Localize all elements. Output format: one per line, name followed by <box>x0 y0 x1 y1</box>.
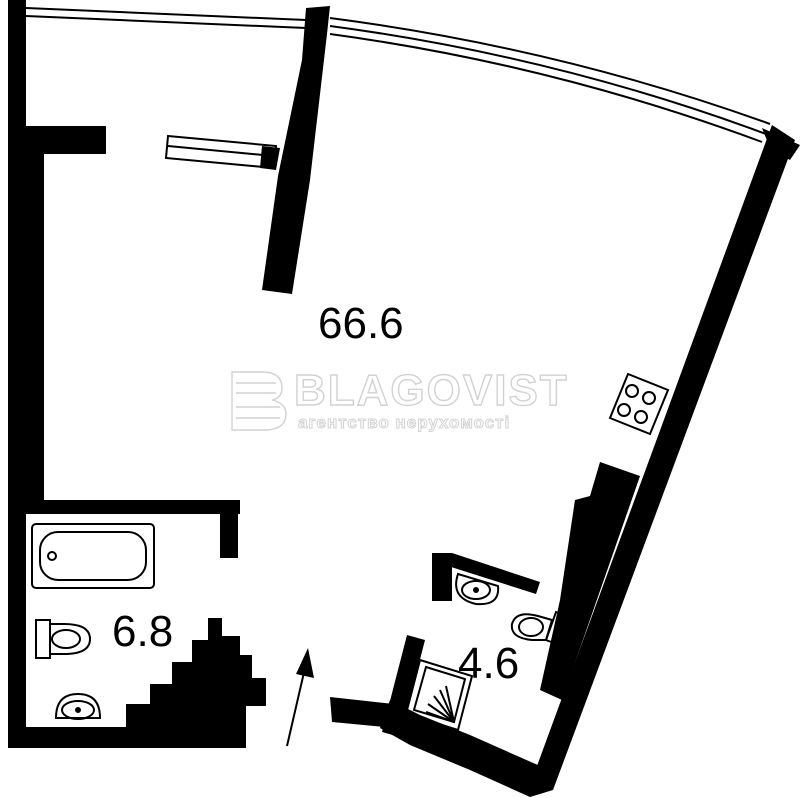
main-room-area: 66.6 <box>318 299 404 348</box>
walls <box>8 0 800 797</box>
entrance-arrow-icon <box>286 648 314 747</box>
toilet-icon-right <box>510 610 574 648</box>
bathtub-icon <box>31 523 155 589</box>
bathroom-right-area: 4.6 <box>458 639 519 688</box>
watermark-tagline: агентство нерухомості <box>298 413 510 432</box>
left-wall-top-stub <box>26 126 106 154</box>
top-window <box>25 7 771 143</box>
watermark-logo-icon <box>231 371 287 431</box>
shower-icon <box>404 658 474 732</box>
right-bathroom-left-stub <box>432 553 452 601</box>
inner-window <box>164 134 278 170</box>
sink-icon <box>54 692 102 720</box>
toilet-icon <box>35 619 92 659</box>
bathroom-top-wall <box>26 500 240 514</box>
stair-block <box>126 618 266 727</box>
watermark-brand: BLAGOVIST <box>294 366 569 415</box>
sink-icon-right <box>455 572 500 606</box>
bottom-left-wall <box>8 727 246 748</box>
stove-icon <box>608 372 670 436</box>
bathroom-left-area: 6.8 <box>112 607 173 656</box>
bottom-right-wall <box>330 697 396 728</box>
left-inner-pier <box>26 154 44 500</box>
right-outer-wall <box>530 125 795 790</box>
left-outer-wall <box>8 0 26 748</box>
bathroom-top-wall-drop <box>220 510 238 558</box>
central-column <box>262 6 330 294</box>
bottom-right-curved-wall <box>380 700 553 797</box>
right-bathroom-top-wall <box>448 553 540 594</box>
watermark: BLAGOVIST агентство нерухомості <box>231 365 569 433</box>
inner-window-jamb <box>260 146 280 170</box>
